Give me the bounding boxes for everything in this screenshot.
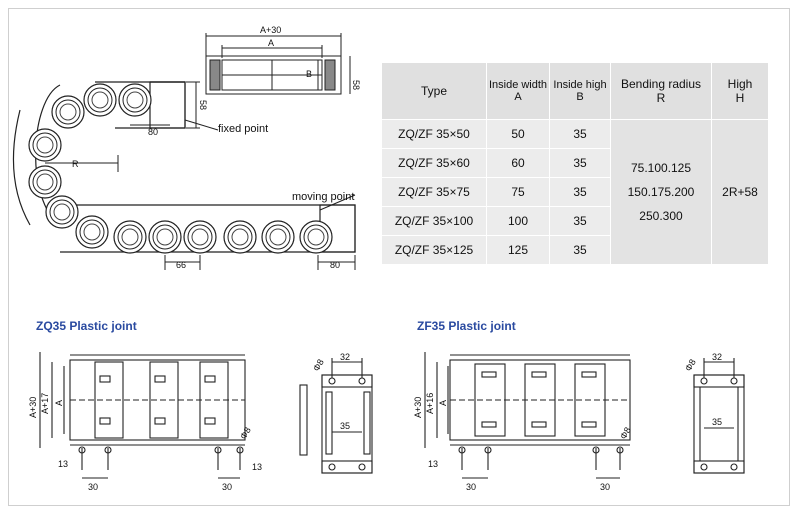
zq35-title: ZQ35 Plastic joint bbox=[36, 319, 137, 333]
cell-b: 35 bbox=[549, 206, 611, 236]
zf35-side-view bbox=[693, 358, 745, 474]
zq35-dim-30-left: 30 bbox=[88, 482, 98, 492]
zf35-side-phi8: Φ8 bbox=[683, 357, 698, 373]
dim-80-bottom: 80 bbox=[330, 260, 340, 270]
fixed-point-label: fixed point bbox=[218, 123, 268, 135]
cell-b: 35 bbox=[549, 119, 611, 149]
dim-80-top: 80 bbox=[148, 127, 158, 137]
table-row: ZQ/ZF 35×100 100 35 bbox=[381, 206, 769, 236]
zf35-dim-30-right: 30 bbox=[600, 482, 610, 492]
zf35-dim-a: A bbox=[438, 400, 448, 406]
table-row: ZQ/ZF 35×75 75 35 bbox=[381, 177, 769, 207]
cell-type: ZQ/ZF 35×100 bbox=[381, 206, 487, 236]
cell-b: 35 bbox=[549, 235, 611, 265]
dim-a-top: A bbox=[268, 38, 274, 48]
zq35-dim-13-right: 13 bbox=[252, 462, 262, 472]
zq35-side-phi8: Φ8 bbox=[311, 357, 326, 373]
dim-r: R bbox=[72, 159, 79, 169]
cell-type: ZQ/ZF 35×75 bbox=[381, 177, 487, 207]
zq35-side-view bbox=[299, 358, 373, 474]
cell-type: ZQ/ZF 35×60 bbox=[381, 148, 487, 178]
spec-table: Type Inside width A Inside high B Bendin… bbox=[381, 62, 769, 265]
zf35-dim-phi8: Φ8 bbox=[618, 425, 633, 441]
zf35-dim-a16: A+16 bbox=[425, 393, 435, 414]
moving-point-label: moving point bbox=[292, 191, 354, 203]
table-row: ZQ/ZF 35×60 60 35 bbox=[381, 148, 769, 178]
dim-58-link: 58 bbox=[198, 100, 208, 110]
cell-a: 50 bbox=[486, 119, 550, 149]
dim-58-side: 58 bbox=[351, 80, 361, 90]
cell-b: 35 bbox=[549, 148, 611, 178]
zq35-side-35: 35 bbox=[340, 421, 350, 431]
table-row: ZQ/ZF 35×125 125 35 bbox=[381, 235, 769, 265]
col-inside-high: Inside high B bbox=[549, 62, 611, 120]
col-inside-width: Inside width A bbox=[486, 62, 550, 120]
zq35-dim-13: 13 bbox=[58, 459, 68, 469]
zf35-dim-30-left: 30 bbox=[466, 482, 476, 492]
col-high: High H bbox=[711, 62, 769, 120]
cell-b: 35 bbox=[549, 177, 611, 207]
cell-a: 125 bbox=[486, 235, 550, 265]
zq35-dim-a30: A+30 bbox=[28, 397, 38, 418]
image-frame bbox=[8, 8, 790, 506]
cell-a: 75 bbox=[486, 177, 550, 207]
table-row: ZQ/ZF 35×50 50 35 75.100.125 150.175.200… bbox=[381, 119, 769, 265]
zf35-dim-a30: A+30 bbox=[413, 397, 423, 418]
zf35-front-view bbox=[424, 352, 631, 479]
zq35-dim-phi8: Φ8 bbox=[238, 425, 253, 441]
zq35-dim-30-right: 30 bbox=[222, 482, 232, 492]
zq35-dim-a: A bbox=[54, 400, 64, 406]
cell-a: 60 bbox=[486, 148, 550, 178]
chain-cross-section bbox=[205, 33, 351, 95]
zq35-dim-a17: A+17 bbox=[40, 393, 50, 414]
zf35-dim-13: 13 bbox=[428, 459, 438, 469]
cell-type: ZQ/ZF 35×50 bbox=[381, 119, 487, 149]
dim-a30-top: A+30 bbox=[260, 25, 281, 35]
zf35-side-32: 32 bbox=[712, 352, 722, 362]
cell-high: 2R+58 bbox=[711, 119, 769, 265]
cell-a: 100 bbox=[486, 206, 550, 236]
zf35-title: ZF35 Plastic joint bbox=[417, 319, 516, 333]
dim-b-top: B bbox=[306, 69, 312, 79]
zf35-side-35: 35 bbox=[712, 417, 722, 427]
cell-type: ZQ/ZF 35×125 bbox=[381, 235, 487, 265]
dim-66: 66 bbox=[176, 260, 186, 270]
zq35-side-32: 32 bbox=[340, 352, 350, 362]
col-bending-radius: Bending radius R bbox=[610, 62, 712, 120]
col-type: Type bbox=[381, 62, 487, 120]
zq35-front-view bbox=[39, 352, 246, 479]
cell-radius: 75.100.125 150.175.200 250.300 bbox=[610, 119, 712, 265]
